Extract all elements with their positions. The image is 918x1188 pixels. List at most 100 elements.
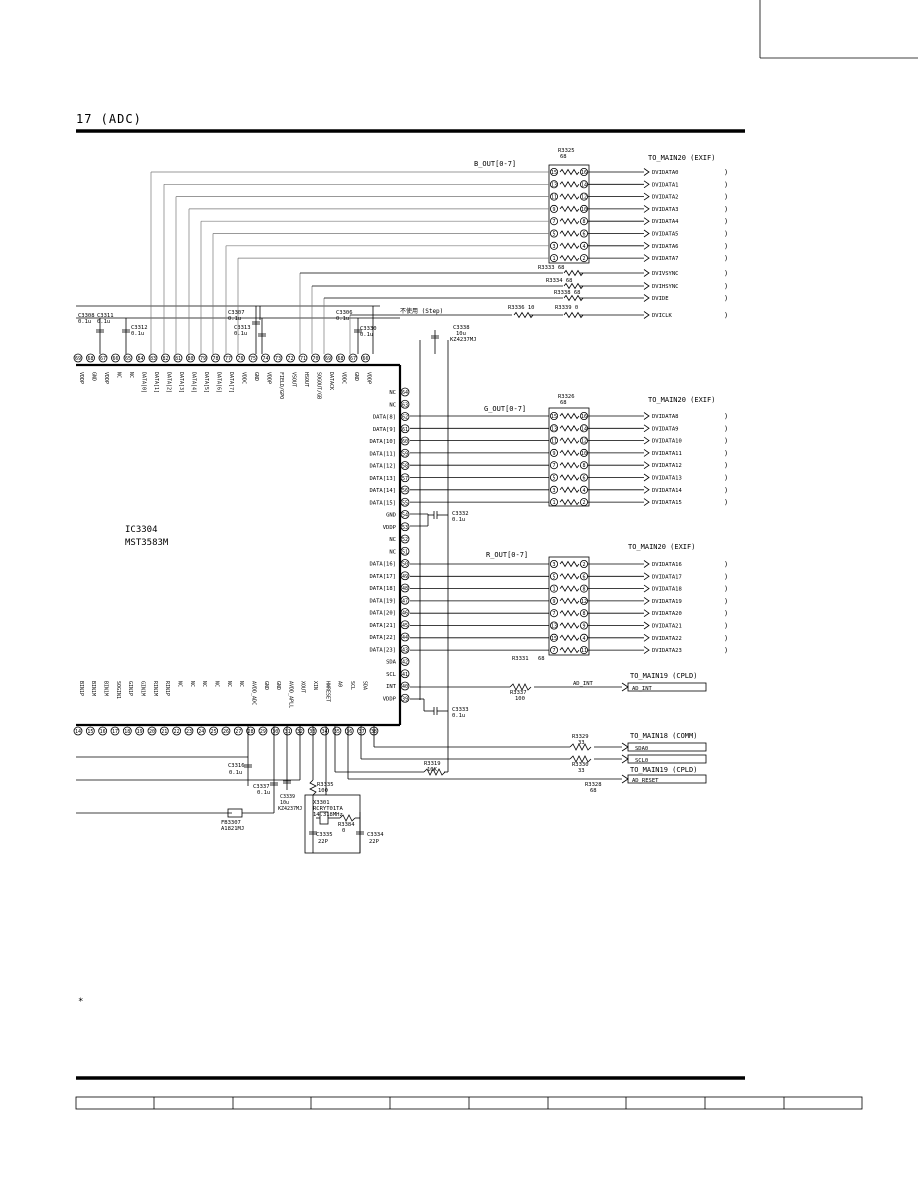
ra-pin-number: 8: [582, 463, 585, 469]
connector-arrow: [643, 449, 650, 457]
pin-number: 40: [402, 684, 408, 690]
resistor-element: [559, 181, 580, 188]
pin-number: 68: [87, 356, 93, 362]
pin-number: 77: [225, 356, 231, 362]
ra-pin-marker: [550, 621, 559, 630]
resistor-element: [559, 437, 580, 444]
pin-name: XOUT: [300, 681, 306, 693]
resistor-ref: R3336 10: [508, 305, 535, 311]
pin-name: RIN1M: [152, 681, 158, 696]
pin-74-marker: [261, 353, 270, 363]
pin-39-marker: [400, 693, 410, 703]
pin-28-marker: [246, 726, 256, 736]
sheet-connector-bracket: ): [724, 437, 728, 445]
ra-pin-number: 6: [582, 574, 585, 580]
cap-c3311-label: C3311: [97, 313, 114, 319]
pin-name: GIN1P: [127, 681, 133, 696]
ra-pin-marker: [550, 254, 559, 263]
connector-arrow: [643, 241, 650, 250]
ra-pin-number: 14: [581, 182, 587, 188]
cap-c3311-value: 0.1u: [97, 319, 110, 325]
cap-c3333-label: C3333: [452, 707, 469, 713]
pin-51-marker: [400, 546, 410, 556]
pin-29-marker: [258, 726, 268, 736]
pin-name: NC: [115, 372, 121, 378]
resistor-element: [559, 193, 580, 200]
pin-34-marker: [320, 726, 330, 736]
pin-number: 69: [325, 356, 331, 362]
resistor-element: [559, 425, 580, 432]
pin-48-marker: [400, 583, 410, 593]
resistor-element: [559, 622, 580, 629]
ic-ref: IC3304: [125, 525, 158, 535]
resistor-element: [559, 585, 580, 592]
pin-number: 53: [402, 525, 408, 531]
pin-66-marker: [111, 353, 120, 363]
pin-66-marker: [361, 353, 370, 363]
cap-c3312-label: C3312: [131, 325, 148, 331]
ra-pin-marker: [580, 621, 589, 630]
ra-pin-number: 11: [551, 195, 557, 201]
pin-79-marker: [198, 353, 208, 363]
net-label: DVIDE: [652, 296, 669, 302]
pin-52-marker: [400, 534, 410, 544]
connector-arrow: [643, 584, 650, 593]
ra-pin-number: 1: [552, 256, 555, 262]
net-label: DVIVSYNC: [652, 271, 679, 277]
pin-number: 83: [150, 356, 156, 362]
ra-pin-marker: [580, 192, 589, 201]
connector-arrow: [643, 633, 650, 642]
pin-70-marker: [311, 353, 320, 363]
net-label: DVIDATA21: [652, 624, 682, 630]
net-label: DVIDATA4: [652, 219, 679, 225]
ra-pin-number: 15: [551, 636, 557, 642]
cap-c3333-value: 0.1u: [452, 713, 465, 719]
pin-name: SDA: [361, 681, 367, 690]
ra-pin-number: 8: [582, 587, 585, 593]
pin-number: 49: [402, 574, 408, 580]
int-signal-label: AD_INT: [632, 686, 653, 692]
connector-arrow: [643, 254, 650, 262]
ra-pin-number: 12: [581, 195, 587, 201]
pin-number: 36: [346, 729, 352, 735]
pin-21-marker: [159, 726, 169, 736]
pin-name: BIN1M: [90, 681, 96, 696]
net-label: DVIDATA16: [652, 562, 682, 568]
pin-number: 73: [275, 356, 281, 362]
cap-c3335-label: C3335: [316, 832, 333, 838]
pin-56-marker: [400, 485, 410, 495]
cap-c3334-value: 22P: [369, 839, 380, 845]
pin-number: 64: [402, 390, 408, 396]
pin-name: VSOUT: [290, 372, 296, 387]
pin-73-marker: [273, 353, 283, 363]
resistor-element: [559, 449, 580, 457]
ra-pin-number: 16: [581, 414, 587, 420]
pin-name: NC: [201, 681, 207, 687]
pin-name: DATA[12]: [370, 464, 397, 470]
ra-pin-number: 9: [552, 207, 555, 213]
pin-name: GIN1M: [139, 681, 145, 696]
pin-20-marker: [147, 726, 157, 736]
sheet-connector-bracket: ): [724, 486, 728, 494]
ra-pin-marker: [580, 584, 589, 593]
net-label: DVIDATA10: [652, 439, 682, 445]
cap-c3306-value: 0.1u: [336, 316, 349, 322]
resistor-element: [559, 412, 580, 420]
pin-44-marker: [400, 632, 410, 642]
connector-arrow: [643, 498, 650, 506]
ra-pin-marker: [550, 473, 559, 482]
net-label: DVIDATA3: [652, 207, 679, 213]
ra-pin-number: 13: [551, 624, 557, 630]
pin-65-marker: [123, 353, 133, 363]
pin-67-marker: [348, 353, 358, 363]
pin-62-marker: [400, 412, 410, 421]
pin-name: DATA[20]: [370, 611, 397, 617]
cap-c3339-part: KZ4237MJ: [278, 806, 302, 812]
resistor-element: [559, 474, 580, 481]
cap-c3332-label: C3332: [452, 511, 469, 517]
sheet-connector-bracket: ): [724, 205, 728, 213]
resistor-element: [559, 168, 580, 176]
net-label: DVIDATA11: [652, 451, 682, 457]
ra-pin-marker: [550, 436, 559, 445]
